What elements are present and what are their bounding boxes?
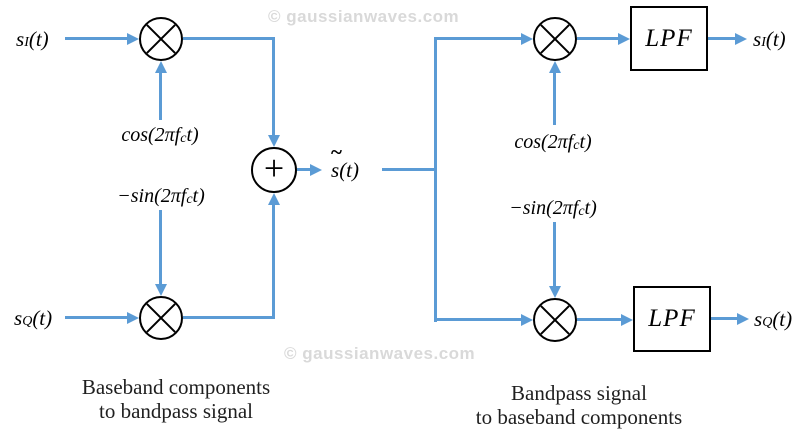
lpf-box-2: LPF (633, 286, 711, 352)
arrowhead-icon (268, 193, 280, 205)
connector-line (159, 73, 162, 120)
lpf-box-1: LPF (630, 6, 708, 71)
connector-line (553, 73, 556, 125)
arrowhead-icon (127, 312, 139, 324)
multiplier-3 (533, 17, 577, 61)
arrowhead-icon (127, 33, 139, 45)
connector-line (183, 37, 275, 40)
connector-line (65, 316, 127, 319)
arrowhead-icon (549, 286, 561, 298)
connector-line (553, 222, 556, 286)
connector-line (577, 37, 618, 40)
arrowhead-icon (155, 61, 167, 73)
arrowhead-icon (549, 61, 561, 73)
arrowhead-icon (521, 314, 533, 326)
connector-line (272, 37, 275, 135)
arrowhead-icon (735, 33, 747, 45)
arrowhead-icon (737, 313, 749, 325)
label-s-tilde: ~s(t) (331, 140, 360, 182)
connector-line (437, 37, 521, 40)
caption-right-line2: to baseband components (475, 405, 683, 429)
connector-line (183, 316, 275, 319)
arrowhead-icon (310, 164, 322, 176)
times-icon (146, 24, 176, 54)
arrowhead-icon (155, 284, 167, 296)
connector-line (434, 37, 437, 322)
caption-left-line2: to bandpass signal (99, 399, 253, 423)
connector-line (577, 318, 621, 321)
arrowhead-icon (521, 33, 533, 45)
caption-left-line1: Baseband components (81, 375, 271, 399)
times-icon (540, 24, 570, 54)
watermark-bottom: © gaussianwaves.com (284, 344, 476, 363)
connector-line (65, 37, 127, 40)
adder: + (251, 147, 297, 193)
connector-line (159, 210, 162, 284)
times-icon (146, 303, 176, 333)
connector-line (382, 168, 437, 171)
connector-line (297, 168, 310, 171)
connector-line (708, 37, 735, 40)
multiplier-2 (139, 296, 183, 340)
caption-right: Bandpass signal to baseband components (437, 381, 721, 429)
multiplier-4 (533, 298, 577, 342)
connector-line (437, 318, 521, 321)
times-icon (540, 305, 570, 335)
arrowhead-icon (621, 314, 633, 326)
caption-right-line1: Bandpass signal (511, 381, 647, 405)
connector-line (711, 317, 737, 320)
arrowhead-icon (268, 135, 280, 147)
arrowhead-icon (618, 33, 630, 45)
watermark-top: © gaussianwaves.com (268, 7, 460, 26)
caption-left: Baseband components to bandpass signal (36, 375, 316, 423)
connector-line (272, 205, 275, 319)
plus-icon: + (263, 148, 285, 188)
multiplier-1 (139, 17, 183, 61)
